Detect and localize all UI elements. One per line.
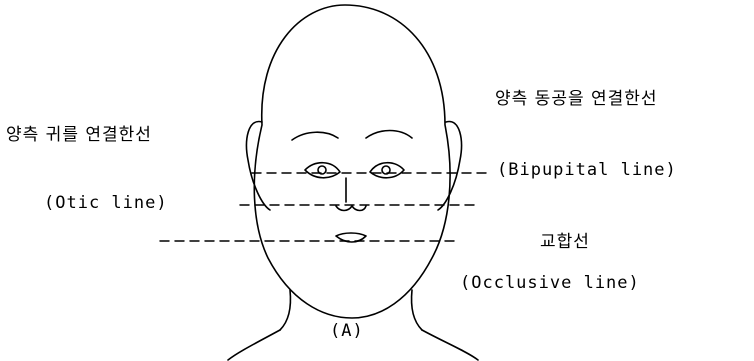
left-ear [245, 120, 271, 211]
shoulder-right [421, 329, 479, 361]
neck-right [410, 289, 423, 331]
figure-label: (A) [330, 321, 364, 341]
bipupital-label-english: (Bipupital line) [497, 160, 677, 180]
reference-lines [159, 172, 491, 242]
bipupital-label-korean: 양측 동공을 연결한선 [495, 89, 658, 109]
neck-left [279, 289, 292, 331]
otic-label-english: (Otic line) [44, 193, 168, 213]
left-pupil [317, 165, 327, 175]
nose [335, 177, 367, 212]
right-eye [369, 161, 405, 179]
left-eye [304, 161, 341, 179]
occlusive-label-english: (Occlusive line) [460, 273, 640, 293]
shoulder-left [227, 329, 281, 361]
right-pupil [381, 165, 391, 175]
right-eyebrow [365, 129, 413, 139]
right-ear [437, 120, 463, 211]
head-outline [253, 4, 451, 319]
mouth [335, 232, 367, 243]
left-eyebrow [291, 131, 339, 141]
otic-label-korean: 양측 귀를 연결한선 [6, 125, 152, 145]
occlusive-label-korean: 교합선 [540, 232, 590, 252]
